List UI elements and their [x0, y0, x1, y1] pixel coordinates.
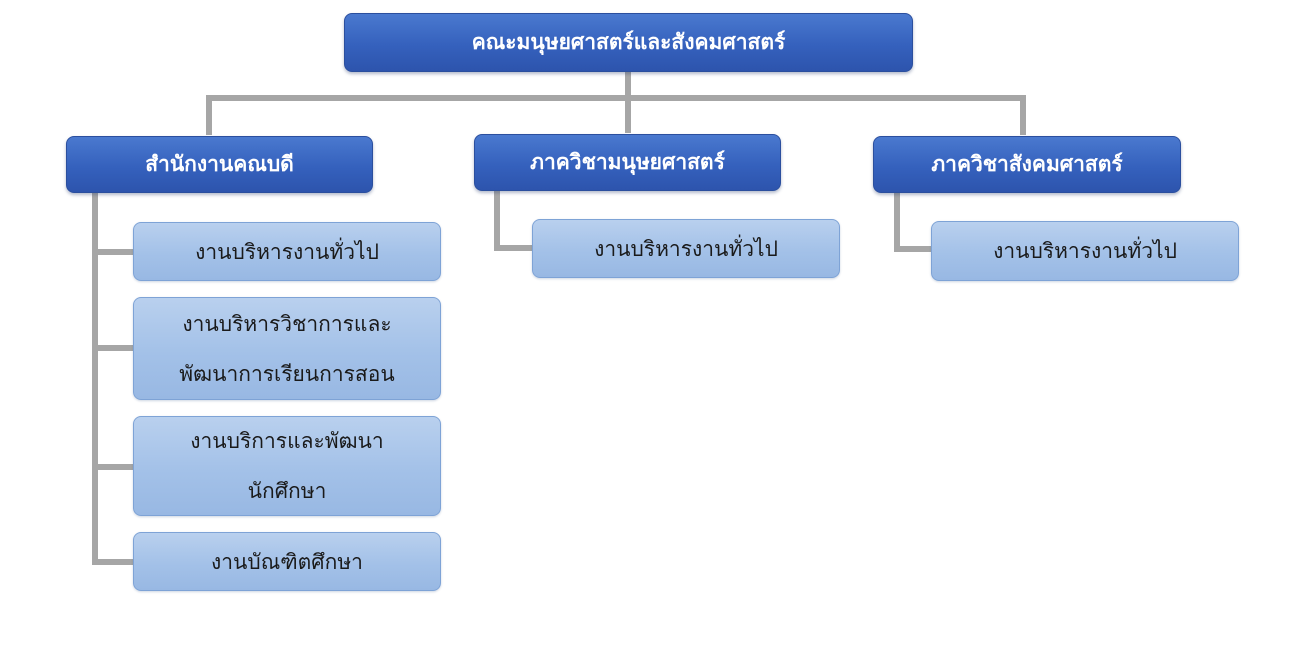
unit-box-dean-office[interactable]: สำนักงานคณบดี — [66, 136, 373, 193]
subunit-box-humanities-general-admin[interactable]: งานบริหารงานทั่วไป — [532, 219, 840, 278]
subunit-box-student-services[interactable]: งานบริการและพัฒนา นักศึกษา — [133, 416, 441, 516]
subunit-box-general-admin[interactable]: งานบริหารงานทั่วไป — [133, 222, 441, 281]
subunit-box-graduate-studies[interactable]: งานบัณฑิตศึกษา — [133, 532, 441, 591]
subunit-box-social-general-admin[interactable]: งานบริหารงานทั่วไป — [931, 221, 1239, 281]
subunit-label: งานบริหารงานทั่วไป — [993, 239, 1177, 263]
subunit-label: งานบริหารงานทั่วไป — [594, 236, 778, 261]
unit-label: สำนักงานคณบดี — [145, 152, 294, 176]
root-label: คณะมนุษยศาสตร์และสังคมศาสตร์ — [471, 30, 786, 54]
root-box-faculty[interactable]: คณะมนุษยศาสตร์และสังคมศาสตร์ — [344, 13, 913, 72]
subunit-label-line-1: งานบริการและพัฒนา — [190, 429, 384, 453]
unit-box-humanities-dept[interactable]: ภาควิชามนุษยศาสตร์ — [474, 134, 781, 191]
unit-label: ภาควิชาสังคมศาสตร์ — [931, 152, 1123, 176]
subunit-label-line-2: พัฒนาการเรียนการสอน — [179, 361, 395, 386]
unit-box-social-sciences-dept[interactable]: ภาควิชาสังคมศาสตร์ — [873, 136, 1181, 193]
subunit-box-academic-admin[interactable]: งานบริหารวิชาการและ พัฒนาการเรียนการสอน — [133, 297, 441, 400]
subunit-label-line-2: นักศึกษา — [247, 479, 327, 503]
unit-label: ภาควิชามนุษยศาสตร์ — [530, 150, 725, 174]
subunit-label: งานบริหารงานทั่วไป — [195, 239, 379, 264]
subunit-label: งานบัณฑิตศึกษา — [211, 549, 363, 574]
subunit-label-line-1: งานบริหารวิชาการและ — [182, 311, 392, 336]
